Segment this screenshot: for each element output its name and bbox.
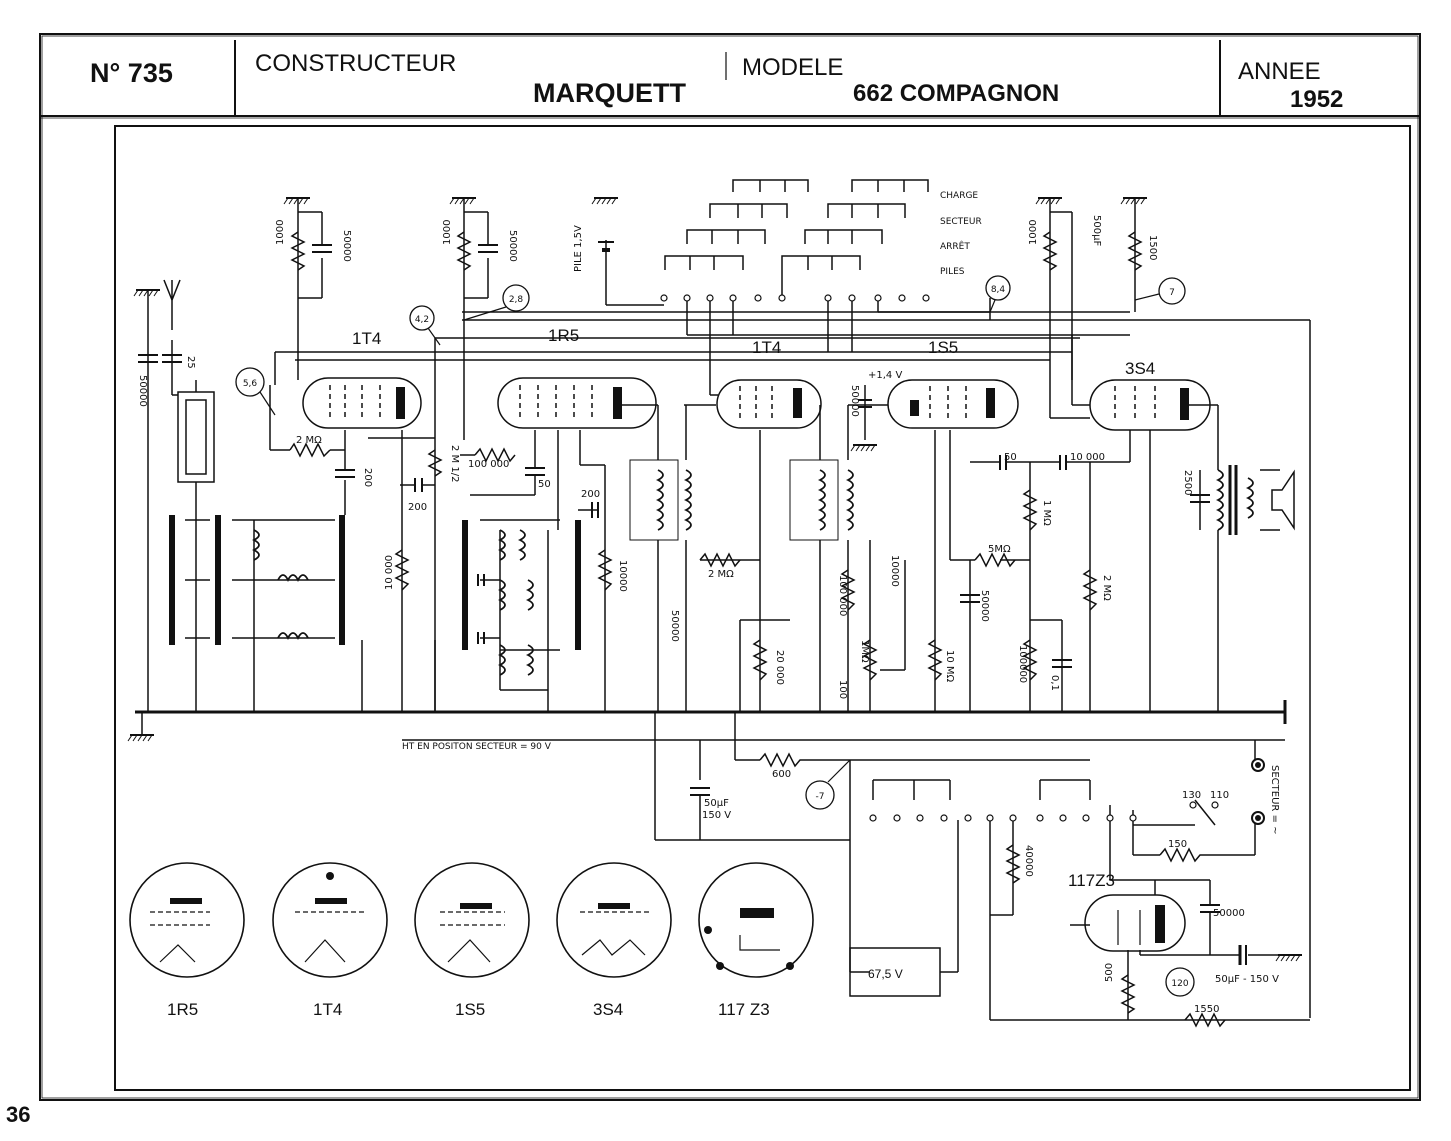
component-value: 200 — [362, 468, 373, 487]
ground-icon — [283, 197, 311, 205]
component-value: 600 — [772, 769, 791, 780]
tube-label: 1T4 — [352, 329, 381, 348]
component-value: 1000 — [275, 220, 286, 245]
ground-icon — [591, 197, 619, 205]
component-value: 1MΩ — [859, 640, 870, 663]
tube-base-diagrams — [129, 862, 814, 978]
component-value: 10 MΩ — [944, 650, 955, 683]
ground-icon — [1035, 197, 1063, 205]
component-value: 110 — [1210, 790, 1229, 801]
component-value: 20 000 — [774, 650, 785, 685]
component-value: 1000 — [442, 220, 453, 245]
component-value: 40000 — [1023, 845, 1034, 877]
tube-label: 1R5 — [548, 326, 579, 345]
ground-icon — [1275, 954, 1303, 962]
battery-label: 67,5 V — [868, 967, 903, 981]
component-value: 130 — [1182, 790, 1201, 801]
component-value: 5MΩ — [988, 544, 1011, 555]
test-point-label: 7 — [1169, 288, 1175, 298]
component-value: 1550 — [1194, 1004, 1219, 1015]
component-value: 10000 — [889, 555, 900, 587]
component-value: 1500 — [1147, 235, 1158, 260]
component-value: 500 — [1104, 963, 1115, 982]
tube-label: 3S4 — [1125, 359, 1155, 378]
switch-position-label: SECTEUR — [940, 217, 982, 227]
component-value: 50000 — [137, 375, 148, 407]
component-value: 50 — [538, 479, 551, 490]
component-value: 200 — [581, 489, 600, 500]
component-value: 100 000 — [468, 459, 509, 470]
component-value: 1 MΩ — [1041, 500, 1052, 526]
component-value: 200 — [408, 502, 427, 513]
sheet-number: N° 735 — [90, 58, 173, 88]
ground-icon — [127, 734, 155, 742]
component-value: 50000 — [849, 385, 860, 417]
component-value: 50000 — [507, 230, 518, 262]
tube-base-label: 1R5 — [167, 1000, 198, 1019]
component-value: 2 MΩ — [296, 435, 322, 446]
constructeur-value: MARQUETT — [533, 78, 686, 108]
test-point-label: 8,4 — [991, 285, 1006, 295]
component-value: 0,1 — [1049, 675, 1060, 691]
component-value: 2 MΩ — [1101, 575, 1112, 601]
component-value: 2500 — [1182, 470, 1193, 495]
component-value: PILE 1,5V — [573, 225, 584, 272]
page-number: 36 — [6, 1102, 31, 1127]
component-value: 1000 — [1028, 220, 1039, 245]
component-value: 50μF — [704, 798, 729, 809]
component-value: 100000 — [1017, 645, 1028, 683]
component-value: 10 000 — [384, 555, 395, 590]
switch-position-label: ARRÊT — [940, 240, 970, 252]
test-point-label: 2,8 — [509, 295, 524, 305]
component-value: 2 M 1/2 — [449, 445, 460, 482]
constructeur-label: CONSTRUCTEUR — [255, 50, 457, 77]
ground-icon — [449, 197, 477, 205]
component-value: 100 000 — [837, 575, 848, 616]
component-value: 100 — [837, 680, 848, 699]
component-value: 500μF — [1091, 215, 1102, 246]
tube-base-label: 1T4 — [313, 1000, 342, 1019]
ground-icon — [1120, 197, 1148, 205]
component-value: 50000 — [1213, 908, 1245, 919]
ground-icon — [133, 289, 161, 297]
switch-position-label: CHARGE — [940, 191, 978, 201]
modele-label: MODELE — [742, 54, 844, 81]
component-value: 2 MΩ — [708, 569, 734, 580]
test-point-label: -7 — [816, 792, 825, 802]
tube-label: 1T4 — [752, 338, 781, 357]
test-point-label: 120 — [1171, 979, 1188, 989]
component-value: 10000 — [617, 560, 628, 592]
annee-value: 1952 — [1290, 86, 1344, 113]
component-value: 25 — [185, 356, 196, 369]
component-value: 150 V — [702, 810, 731, 821]
tube-label: 117Z3 — [1068, 871, 1115, 890]
ground-icon — [850, 444, 878, 452]
secteur-label: SECTEUR = ~ — [1269, 765, 1280, 834]
modele-value: 662 COMPAGNON — [853, 80, 1060, 107]
component-value: +1,4 V — [868, 370, 902, 381]
component-value: 10 000 — [1070, 452, 1105, 463]
component-value: 50000 — [979, 590, 990, 622]
tube-base-label: 1S5 — [455, 1000, 485, 1019]
tube-base-label: 117 Z3 — [718, 1000, 770, 1019]
switch-position-label: PILES — [940, 267, 965, 277]
test-point-label: 4,2 — [415, 315, 429, 325]
component-value: 50000 — [341, 230, 352, 262]
annee-label: ANNEE — [1238, 58, 1321, 85]
component-value: 150 — [1168, 839, 1187, 850]
test-point-label: 5,6 — [243, 379, 258, 389]
component-value: 50μF - 150 V — [1215, 974, 1279, 985]
ht-note: HT EN POSITON SECTEUR = 90 V — [402, 742, 552, 752]
component-value: 50 — [1004, 452, 1017, 463]
tube-label: 1S5 — [928, 338, 958, 357]
tube-base-label: 3S4 — [593, 1000, 623, 1019]
component-value: 50000 — [669, 610, 680, 642]
